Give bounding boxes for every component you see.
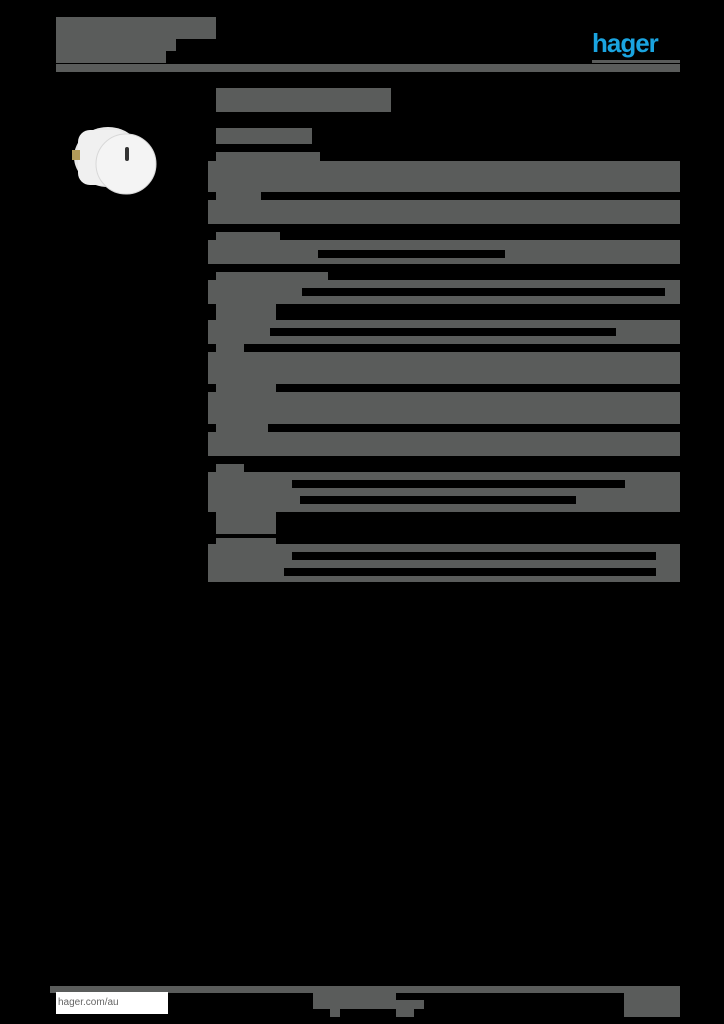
redacted-text [208, 161, 680, 192]
redacted-text [208, 544, 680, 552]
redacted-text [216, 192, 261, 200]
redacted-text [216, 304, 276, 320]
redacted-text [656, 552, 680, 560]
hager-logo: hager [592, 28, 659, 58]
redacted-text [56, 27, 216, 39]
redacted-text [624, 993, 680, 1017]
redacted-text [505, 250, 680, 258]
redacted-text [216, 464, 244, 472]
redacted-text [56, 64, 680, 72]
redacted-text [216, 88, 391, 112]
redacted-text [208, 280, 680, 288]
redacted-text [216, 424, 268, 432]
redacted-text [216, 512, 276, 534]
redacted-text [216, 272, 328, 280]
redacted-text [208, 250, 318, 258]
redacted-text [208, 336, 680, 344]
redacted-text [56, 51, 166, 63]
redacted-text [208, 480, 292, 488]
redacted-text [208, 432, 680, 456]
redacted-text [330, 1009, 340, 1017]
redacted-text [208, 328, 270, 336]
redacted-text [656, 568, 680, 576]
redacted-text [56, 17, 216, 27]
redacted-text [208, 352, 680, 384]
redacted-text [616, 328, 680, 336]
footer-url-link[interactable]: hager.com/au [56, 992, 168, 1014]
redacted-text [216, 232, 280, 240]
redacted-text [313, 993, 396, 1009]
redacted-text [576, 496, 680, 504]
redacted-text [56, 39, 176, 51]
redacted-text [216, 538, 276, 546]
redacted-text [208, 320, 680, 328]
redacted-text [665, 288, 680, 296]
redacted-text [208, 200, 680, 224]
redacted-text [625, 480, 680, 488]
redacted-text [208, 576, 680, 582]
redacted-text [208, 568, 284, 576]
redacted-text [50, 986, 680, 993]
redacted-text [396, 1000, 424, 1009]
redacted-text [208, 258, 680, 264]
redacted-text [208, 496, 300, 504]
redacted-text [208, 552, 292, 560]
logo-underline [592, 60, 680, 63]
redacted-text [208, 560, 680, 568]
redacted-text [208, 240, 680, 250]
redacted-text [208, 504, 680, 512]
product-image [72, 127, 157, 195]
redacted-text [208, 392, 680, 424]
redacted-text [216, 384, 276, 392]
redacted-text [208, 288, 302, 296]
redacted-text [216, 128, 312, 144]
redacted-text [208, 296, 680, 304]
redacted-text [208, 472, 680, 480]
redacted-text [396, 1009, 414, 1017]
redacted-text [216, 344, 244, 352]
redacted-text [208, 488, 680, 496]
